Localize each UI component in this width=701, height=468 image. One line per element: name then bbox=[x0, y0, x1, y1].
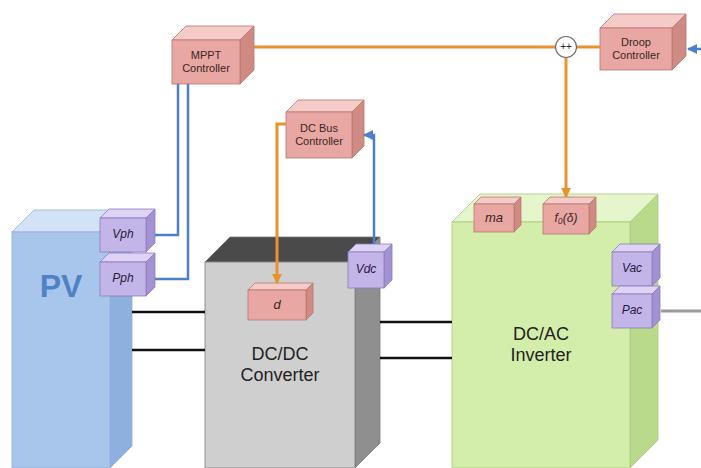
front-face bbox=[286, 112, 352, 158]
top-face bbox=[248, 283, 313, 290]
side-face bbox=[146, 209, 155, 252]
connector bbox=[380, 357, 452, 360]
signal-box: Vac bbox=[612, 252, 652, 286]
side-face bbox=[652, 286, 660, 328]
pv-panel: PVVphPph bbox=[12, 232, 110, 468]
front-face bbox=[172, 40, 240, 84]
control-input-box: f₀(δ) bbox=[543, 204, 589, 234]
signal-box: Pph bbox=[100, 262, 146, 296]
side-face bbox=[630, 194, 658, 468]
side-face bbox=[306, 283, 313, 320]
box-label: PV bbox=[40, 268, 83, 305]
front-face bbox=[348, 252, 384, 288]
box-label: MPPT Controller bbox=[176, 49, 236, 74]
connector bbox=[155, 84, 188, 279]
box-faces bbox=[286, 100, 364, 158]
box-faces bbox=[556, 37, 577, 58]
box-label: Vph bbox=[112, 228, 133, 242]
box-label: d bbox=[273, 298, 280, 313]
connector bbox=[132, 311, 205, 314]
side-face bbox=[352, 100, 364, 158]
box-label: Pph bbox=[112, 272, 133, 286]
inverter-box: DC/AC Invertermaf₀(δ)VacPac bbox=[452, 222, 630, 468]
box-label: Vac bbox=[622, 262, 642, 276]
front-face bbox=[100, 262, 146, 296]
front-face bbox=[205, 262, 355, 468]
box-faces bbox=[600, 14, 686, 70]
connector bbox=[565, 58, 568, 197]
top-face bbox=[100, 253, 155, 262]
connector bbox=[277, 124, 286, 283]
front-face bbox=[100, 218, 146, 252]
top-face bbox=[543, 197, 596, 204]
front-face bbox=[12, 232, 110, 468]
front-face bbox=[248, 290, 306, 320]
box-faces bbox=[348, 244, 392, 288]
side-face bbox=[514, 197, 521, 232]
box-label: Pac bbox=[622, 304, 643, 318]
box-faces bbox=[612, 244, 660, 286]
connector bbox=[155, 84, 178, 235]
box-faces bbox=[474, 197, 521, 232]
converter-box: DC/DC ConverterdVdc bbox=[205, 262, 355, 468]
signal-box: Vph bbox=[100, 218, 146, 252]
box-label: DC Bus Controller bbox=[290, 122, 348, 147]
input-arrow bbox=[688, 48, 701, 51]
box-label: DC/DC Converter bbox=[225, 344, 335, 385]
controller-box: Droop Controller bbox=[600, 28, 672, 70]
box-label: DC/AC Inverter bbox=[486, 324, 596, 365]
front-face bbox=[474, 204, 514, 232]
controller-box: MPPT Controller bbox=[172, 40, 240, 84]
front-face bbox=[543, 204, 589, 234]
box-faces bbox=[612, 286, 660, 328]
connector bbox=[132, 349, 205, 352]
top-face bbox=[100, 209, 155, 218]
side-face bbox=[384, 244, 392, 288]
sum-junction: ++ bbox=[555, 36, 577, 58]
box-faces bbox=[452, 194, 658, 468]
control-input-box: d bbox=[248, 290, 306, 320]
side-face bbox=[672, 14, 686, 70]
box-label: ++ bbox=[560, 41, 572, 53]
side-face bbox=[652, 244, 660, 286]
control-input-box: ma bbox=[474, 204, 514, 232]
box-label: f₀(δ) bbox=[554, 212, 577, 226]
top-face bbox=[474, 197, 521, 204]
signal-box: Vdc bbox=[348, 252, 384, 288]
side-face bbox=[589, 197, 596, 234]
front-face bbox=[612, 252, 652, 286]
front-face bbox=[600, 28, 672, 70]
signal-box: Pac bbox=[612, 294, 652, 328]
front-face bbox=[612, 294, 652, 328]
junction-circle bbox=[556, 37, 577, 58]
box-faces bbox=[100, 253, 155, 296]
box-faces bbox=[172, 26, 254, 84]
box-label: Droop Controller bbox=[606, 36, 666, 61]
output-line bbox=[661, 310, 701, 313]
connector bbox=[380, 321, 452, 324]
box-faces bbox=[100, 209, 155, 252]
front-face bbox=[452, 222, 630, 468]
top-face bbox=[600, 14, 686, 28]
box-faces bbox=[543, 197, 596, 234]
side-face bbox=[240, 26, 254, 84]
connector bbox=[364, 135, 374, 244]
side-face bbox=[146, 253, 155, 296]
connector bbox=[254, 46, 555, 49]
controller-box: DC Bus Controller bbox=[286, 112, 352, 158]
box-faces bbox=[248, 283, 313, 320]
top-face bbox=[286, 100, 364, 112]
connector bbox=[577, 46, 600, 49]
box-label: ma bbox=[485, 211, 503, 226]
box-label: Vdc bbox=[356, 263, 377, 277]
side-face bbox=[355, 237, 380, 468]
